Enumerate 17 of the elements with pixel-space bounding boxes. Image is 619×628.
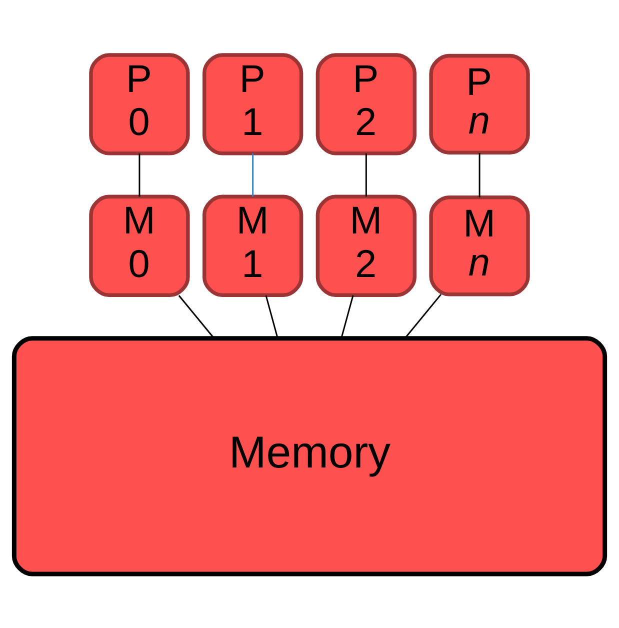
connector xyxy=(340,294,354,338)
node-box: M n xyxy=(429,195,530,296)
node-box: M 2 xyxy=(316,194,417,296)
connector xyxy=(138,152,140,196)
connector xyxy=(404,293,442,338)
connector xyxy=(265,294,278,338)
node-box: P 1 xyxy=(202,52,304,155)
connector xyxy=(252,152,254,196)
node-box: Memory xyxy=(12,336,608,576)
node-box: P n xyxy=(429,53,530,154)
node-box: P 2 xyxy=(316,52,417,155)
node-box: M 1 xyxy=(202,194,304,296)
connector xyxy=(178,294,215,338)
connector xyxy=(478,152,480,197)
node-box: M 0 xyxy=(89,194,190,296)
node-box: P 0 xyxy=(89,52,190,155)
connector xyxy=(365,152,367,196)
